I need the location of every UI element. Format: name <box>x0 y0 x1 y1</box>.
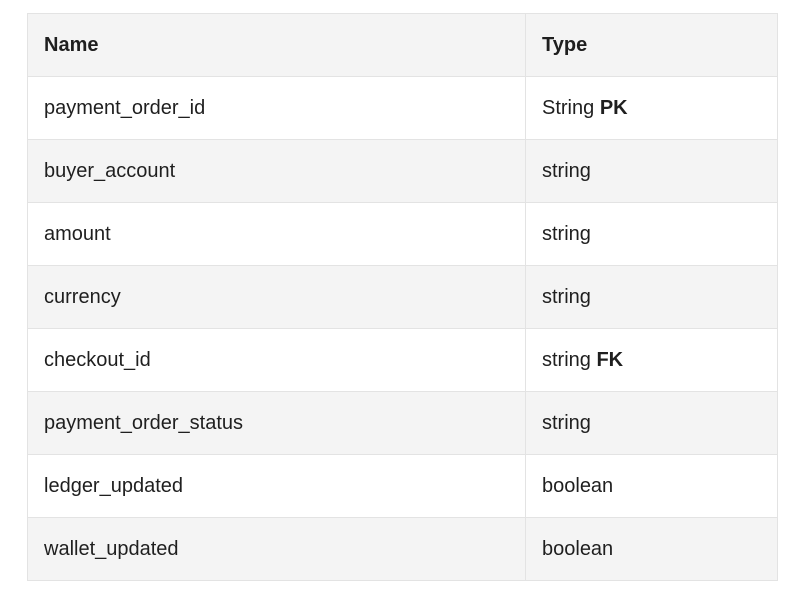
cell-name: payment_order_status <box>27 391 526 455</box>
type-text: string <box>542 160 591 182</box>
type-text: string <box>542 349 591 371</box>
table-row: buyer_account string <box>27 139 778 203</box>
cell-type: string <box>525 202 778 266</box>
cell-name: checkout_id <box>27 328 526 392</box>
table-row: ledger_updated boolean <box>27 454 778 518</box>
table-row: currency string <box>27 265 778 329</box>
type-text: string <box>542 286 591 308</box>
schema-table: Name Type payment_order_id String PK buy… <box>27 13 778 581</box>
cell-name: payment_order_id <box>27 76 526 140</box>
table-row: amount string <box>27 202 778 266</box>
table-header-row: Name Type <box>27 13 778 77</box>
type-text: String <box>542 97 595 119</box>
type-text: boolean <box>542 538 614 560</box>
cell-type: string FK <box>525 328 778 392</box>
cell-type: string <box>525 139 778 203</box>
cell-type: string <box>525 391 778 455</box>
table-row: payment_order_status string <box>27 391 778 455</box>
cell-type: boolean <box>525 517 778 581</box>
header-type: Type <box>525 13 778 77</box>
type-text: string <box>542 223 591 245</box>
cell-name: amount <box>27 202 526 266</box>
key-badge: FK <box>596 349 624 371</box>
schema-table-container: Name Type payment_order_id String PK buy… <box>27 13 778 581</box>
cell-type: String PK <box>525 76 778 140</box>
cell-type: boolean <box>525 454 778 518</box>
cell-name: currency <box>27 265 526 329</box>
header-name: Name <box>27 13 526 77</box>
type-text: string <box>542 412 591 434</box>
cell-name: ledger_updated <box>27 454 526 518</box>
cell-name: wallet_updated <box>27 517 526 581</box>
type-text: boolean <box>542 475 614 497</box>
table-row: wallet_updated boolean <box>27 517 778 581</box>
cell-type: string <box>525 265 778 329</box>
table-row: payment_order_id String PK <box>27 76 778 140</box>
key-badge: PK <box>599 97 628 119</box>
cell-name: buyer_account <box>27 139 526 203</box>
table-row: checkout_id string FK <box>27 328 778 392</box>
